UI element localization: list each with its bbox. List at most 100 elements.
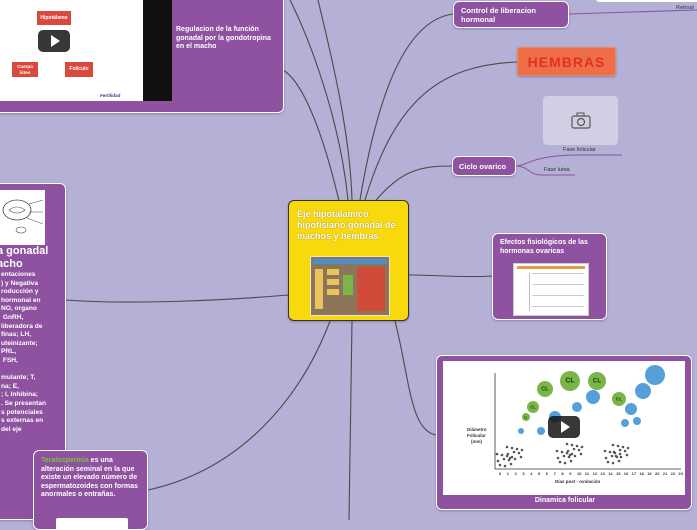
chart-ylabel-3: (mm) <box>471 439 483 444</box>
follicle-dot <box>520 448 524 452</box>
efectos-table-thumbnail[interactable] <box>513 263 589 316</box>
gonadal-title-1: a gonadal <box>0 245 49 257</box>
follicle-dot <box>617 459 621 463</box>
follicle-bubble <box>612 392 626 406</box>
chart-tick-label: 6 <box>546 471 549 476</box>
link-control <box>359 13 454 201</box>
efectos-node[interactable]: Efectos fisiológicos de las hormonas ova… <box>492 233 607 320</box>
chart-tick-label: 17 <box>632 471 637 476</box>
chart-tick-label: 1 <box>507 471 510 476</box>
follicle-dot <box>507 458 511 462</box>
follicle-dot <box>577 448 581 452</box>
follicle-bubble <box>560 371 580 391</box>
follicle-dot <box>621 445 625 449</box>
follicle-dot <box>503 464 507 468</box>
follicle-dot <box>570 452 574 456</box>
follicle-dot <box>509 462 513 466</box>
follicle-dot <box>562 454 566 458</box>
follicle-dot <box>569 459 573 463</box>
follicle-dot <box>560 450 564 454</box>
hembras-node[interactable]: HEMBRAS <box>517 47 616 76</box>
chart-tick-label: 9 <box>569 471 572 476</box>
follicle-dot <box>612 450 616 454</box>
follicle-dot <box>618 448 622 452</box>
link-efectos <box>408 274 493 278</box>
link-retroal <box>568 9 697 15</box>
video-thumbnail[interactable]: Hipotálamo Cuerpo lúteo Folículo Fertili… <box>0 0 143 101</box>
fase-folicular-label[interactable]: Fase folicular <box>563 147 596 153</box>
follicle-dot <box>608 450 612 454</box>
chart-tick-label: 20 <box>655 471 660 476</box>
chart-tick-label: 22 <box>671 471 676 476</box>
play-icon[interactable] <box>38 30 70 52</box>
follicle-dot <box>513 457 517 461</box>
follicle-dot <box>618 452 622 456</box>
follicle-dot <box>606 460 610 464</box>
follicle-dot <box>616 444 620 448</box>
follicle-bubble <box>635 383 651 399</box>
chart-xlabel: Días post - ovulación <box>555 479 601 484</box>
follicle-dot <box>505 445 509 449</box>
follicle-dot <box>575 444 579 448</box>
follicle-dot <box>510 446 514 450</box>
follicle-dot <box>568 453 572 457</box>
terato-text: Teratospermia es una alteración seminal … <box>41 457 143 500</box>
retroal-card[interactable] <box>596 0 697 2</box>
chart-tick-label: 4 <box>530 471 533 476</box>
follicle-bubble <box>537 381 553 397</box>
regulacion-node[interactable]: Hipotálamo Cuerpo lúteo Folículo Fertili… <box>0 0 284 113</box>
retroal-label: Retroal <box>676 5 694 11</box>
dinamica-label: Dinamica folicular <box>534 497 596 504</box>
terato-node[interactable]: Teratospermia es una alteración seminal … <box>33 450 148 530</box>
central-topic[interactable]: Eje hipotalamico hipofisiario gonadal de… <box>288 200 409 321</box>
follicle-dot <box>603 449 607 453</box>
follicle-dot <box>611 461 615 465</box>
follicle-dot <box>565 451 569 455</box>
diagram-box-foliculo: Folículo <box>65 62 93 77</box>
chart-tick-label: 18 <box>639 471 644 476</box>
play-icon[interactable] <box>548 416 580 438</box>
follicle-dot <box>619 455 623 459</box>
follicle-bubble <box>588 372 606 390</box>
follicle-dot <box>498 463 502 467</box>
diagram-box-cuerpo-luteo: Cuerpo lúteo <box>12 62 38 77</box>
gonadal-title-2: acho <box>0 258 23 270</box>
terato-body: es una alteración seminal en la que exis… <box>41 457 138 499</box>
follicle-dot <box>495 452 499 456</box>
central-thumbnail[interactable] <box>310 256 390 316</box>
cl-label: CL <box>616 397 623 403</box>
follicle-dot <box>563 461 567 465</box>
follicle-bubble <box>537 427 545 435</box>
control-node[interactable]: Control de liberacion hormonal <box>453 1 569 28</box>
ciclo-node[interactable]: Ciclo ovarico <box>452 156 516 176</box>
link-regulacion <box>282 69 341 206</box>
link-ciclo <box>371 165 453 206</box>
follicle-dot <box>500 453 504 457</box>
follicle-bubble <box>645 365 665 385</box>
chart-tick-label: 12 <box>593 471 598 476</box>
follicle-dot <box>614 454 618 458</box>
cl-label: CL <box>565 378 575 385</box>
follicle-dot <box>556 456 560 460</box>
chart-tick-label: 5 <box>538 471 541 476</box>
follicle-bubble <box>621 419 629 427</box>
follicle-bubble <box>518 428 524 434</box>
terato-highlight: Teratospermia <box>41 457 89 464</box>
link-fase-folicular <box>515 154 622 167</box>
brain-diagram-thumbnail[interactable] <box>0 190 45 245</box>
link-terato <box>147 320 331 491</box>
image-placeholder[interactable] <box>543 96 618 145</box>
link-dinamica <box>394 320 437 436</box>
brand-logo: Fertilidad <box>100 93 121 98</box>
follicle-dot <box>570 443 574 447</box>
diagram-box-hipotalamo: Hipotálamo <box>37 11 71 25</box>
follicle-bubble <box>572 402 582 412</box>
follicle-bubble <box>522 413 530 421</box>
cl-label: CL <box>524 416 528 420</box>
follicle-dot <box>508 456 512 460</box>
fase-lutea-label[interactable]: Fase lutea <box>544 167 570 173</box>
